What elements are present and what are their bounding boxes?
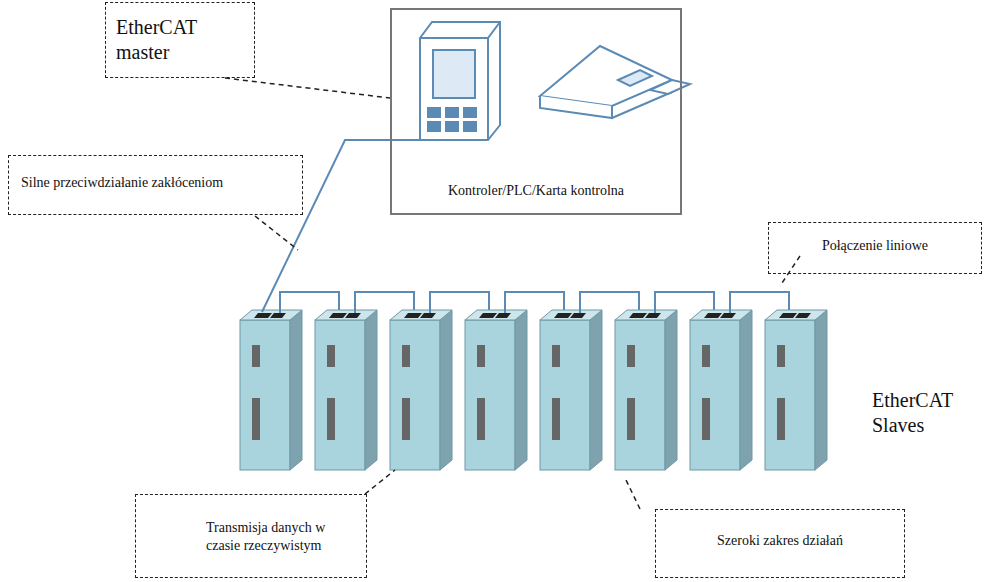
leader-line [225, 78, 390, 98]
slave-device [465, 310, 527, 470]
slave-device [540, 310, 602, 470]
slave-device [240, 310, 302, 470]
slave-device [765, 310, 827, 470]
node-text: Transmisja danych w czasie rzeczywistym [206, 519, 354, 554]
slave-device [690, 310, 752, 470]
slave-device [315, 310, 377, 470]
callout-box: Silne przeciwdziałanie zakłóceniom [8, 155, 303, 215]
ethercat-cable [262, 140, 420, 312]
master-box: Kontroler/PLC/Karta kontrolna [390, 8, 682, 215]
node-text: EtherCAT master [116, 15, 244, 65]
callout-box: Szeroki zakres działań [655, 509, 905, 578]
node-text: Silne przeciwdziałanie zakłóceniom [21, 174, 290, 192]
slave-devices [240, 292, 827, 470]
control-card-icon [540, 46, 690, 118]
node-text: Szeroki zakres działań [666, 532, 894, 550]
slave-device [390, 310, 452, 470]
slave-device [615, 310, 677, 470]
node-text: Połączenie liniowe [779, 237, 971, 255]
group-label: EtherCAT Slaves [872, 388, 972, 438]
controller-icon [420, 22, 500, 140]
callout-box: Połączenie liniowe [768, 222, 982, 274]
callout-box: Transmisja danych w czasie rzeczywistym [135, 494, 367, 578]
callout-box: EtherCAT master [105, 2, 255, 78]
node-text: Kontroler/PLC/Karta kontrolna [398, 182, 674, 200]
leader-lines [255, 216, 800, 509]
